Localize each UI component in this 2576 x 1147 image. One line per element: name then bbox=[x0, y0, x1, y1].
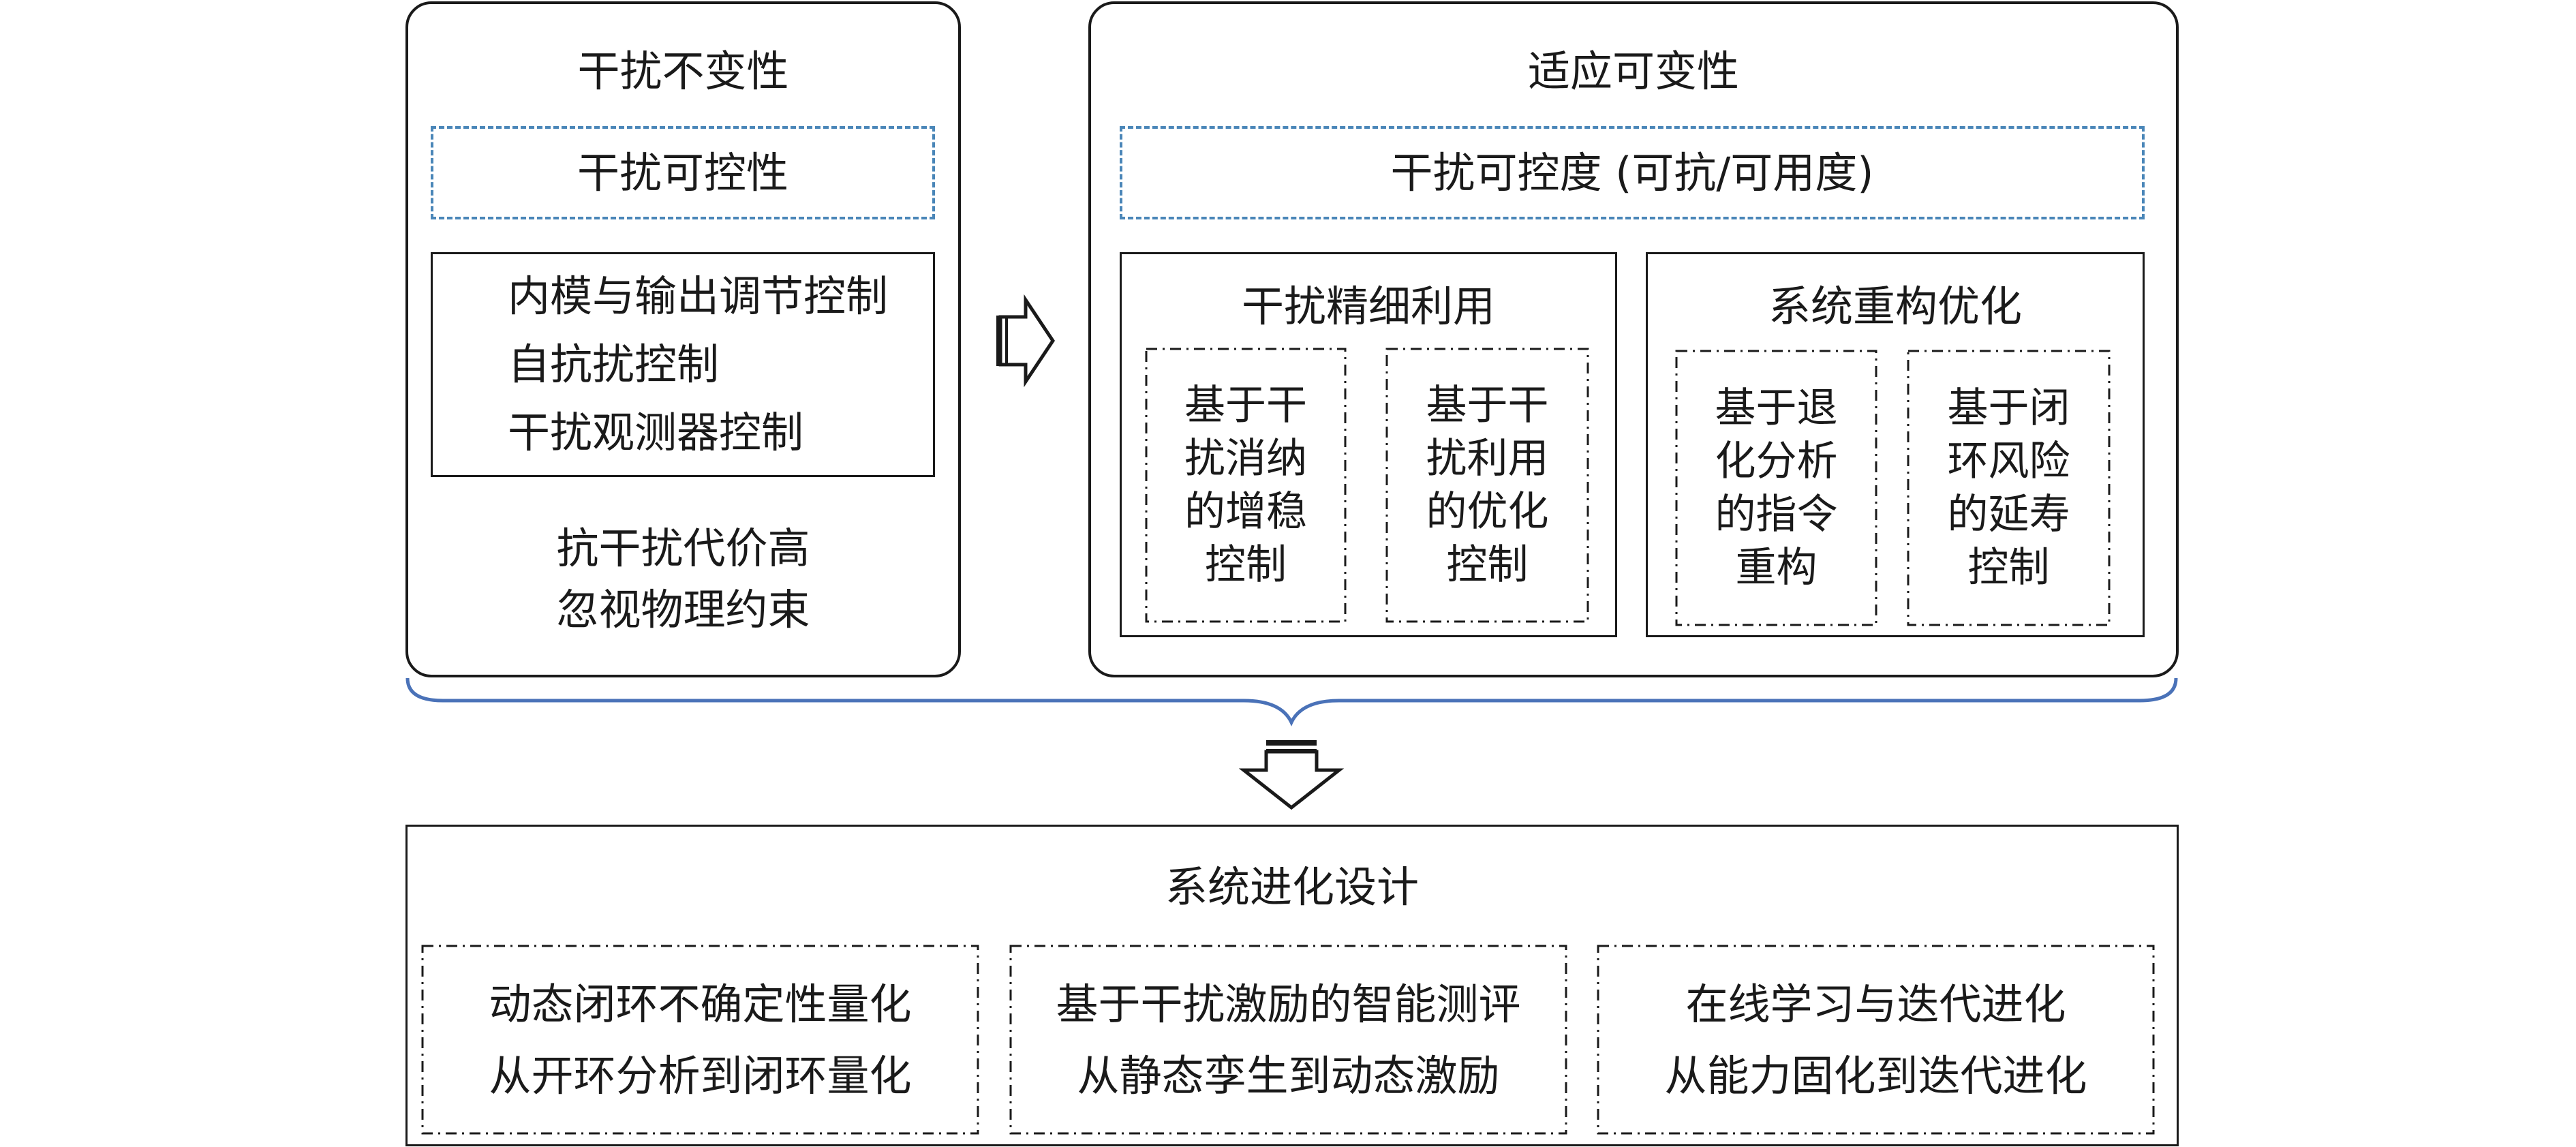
evolution-item-2: 在线学习与迭代进化 从能力固化到迭代进化 bbox=[1664, 979, 2087, 1101]
adaptive-subtitle-box: 干扰可控度 (可抗/可用度) bbox=[1120, 126, 2145, 219]
adaptive-subtitle: 干扰可控度 (可抗/可用度) bbox=[1390, 147, 1874, 198]
invariance-subtitle: 干扰可控性 bbox=[577, 147, 788, 198]
drawback-item-0: 抗干扰代价高 bbox=[556, 523, 810, 573]
invariance-title: 干扰不变性 bbox=[577, 46, 789, 96]
invariance-methods-box: 内模与输出调节控制 自抗扰控制 干扰观测器控制 bbox=[431, 252, 935, 477]
curly-brace-icon bbox=[405, 677, 2178, 727]
group-system-reconstruction-title: 系统重构优化 bbox=[1768, 281, 2022, 331]
evolution-item-0: 动态闭环不确定性量化 从开环分析到闭环量化 bbox=[489, 979, 912, 1101]
down-arrow-icon bbox=[1238, 750, 1345, 810]
group-fine-utilization-title: 干扰精细利用 bbox=[1241, 281, 1495, 331]
drawback-item-1: 忽视物理约束 bbox=[556, 585, 810, 634]
method-item-1: 自抗扰控制 bbox=[508, 339, 720, 389]
method-item-0: 内模与输出调节控制 bbox=[508, 271, 889, 321]
evolution-item-1: 基于干扰激励的智能测评 从静态孪生到动态激励 bbox=[1056, 979, 1521, 1101]
evolution-title: 系统进化设计 bbox=[1165, 862, 1419, 912]
adaptive-item-0-1: 基于干 扰利用 的优化 控制 bbox=[1426, 382, 1549, 589]
adaptive-item-0-0: 基于干 扰消纳 的增稳 控制 bbox=[1184, 382, 1307, 589]
adaptive-item-1-0: 基于退 化分析 的指令 重构 bbox=[1715, 384, 1838, 592]
invariance-drawbacks: 抗干扰代价高 忽视物理约束 bbox=[405, 511, 961, 647]
invariance-subtitle-box: 干扰可控性 bbox=[431, 126, 935, 219]
adaptive-item-1-1: 基于闭 环风险 的延寿 控制 bbox=[1947, 384, 2070, 592]
adaptive-title: 适应可变性 bbox=[1527, 46, 1739, 96]
method-item-2: 干扰观测器控制 bbox=[508, 408, 804, 457]
